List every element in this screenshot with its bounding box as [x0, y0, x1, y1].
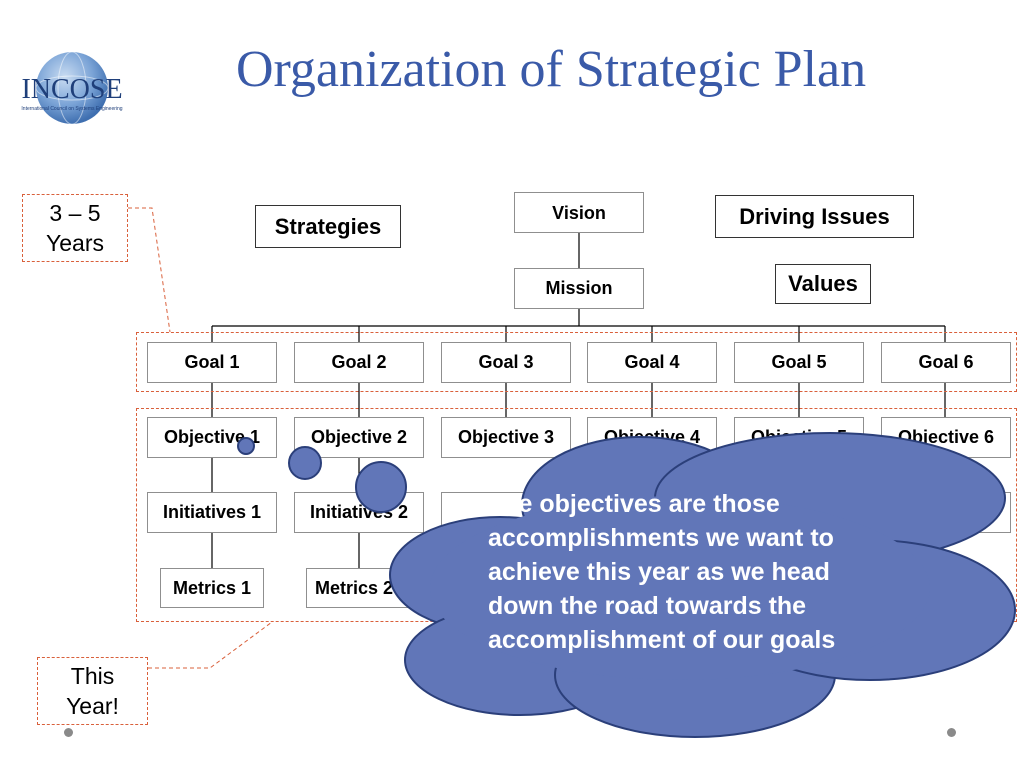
this-year-note-line2: Year! — [66, 693, 119, 719]
incose-logo: INCOSE International Council on Systems … — [21, 51, 123, 125]
driving-issues-box: Driving Issues — [715, 195, 914, 238]
years-note-range: 3 – 5 — [49, 200, 101, 226]
years-note: 3 – 5 Years — [22, 194, 128, 262]
years-note-unit: Years — [46, 230, 104, 256]
this-year-note-line1: This — [70, 663, 115, 689]
goal-box: Goal 3 — [441, 342, 571, 383]
goal-box: Goal 1 — [147, 342, 277, 383]
svg-text:International Council on Syste: International Council on Systems Enginee… — [21, 106, 122, 112]
mission-box: Mission — [514, 268, 644, 309]
goal-box: Goal 2 — [294, 342, 424, 383]
metrics-box: Metrics 1 — [160, 568, 264, 608]
slide-dot-left — [64, 728, 73, 737]
vision-box: Vision — [514, 192, 644, 233]
callout-text: The objectives are those accomplishments… — [488, 490, 836, 654]
goals-frame — [136, 332, 1017, 392]
goal-box: Goal 4 — [587, 342, 717, 383]
slide-dot-right — [947, 728, 956, 737]
initiatives-box: Initiatives 1 — [147, 492, 277, 533]
page-title: Organization of Strategic Plan — [236, 41, 867, 98]
goal-box: Goal 6 — [881, 342, 1011, 383]
goal-box: Goal 5 — [734, 342, 864, 383]
this-year-note: This Year! — [37, 657, 148, 725]
strategies-box: Strategies — [255, 205, 401, 248]
objective-box: Objective 1 — [147, 417, 277, 458]
svg-text:INCOSE: INCOSE — [21, 74, 122, 105]
values-box: Values — [775, 264, 871, 304]
objective-box: Objective 3 — [441, 417, 571, 458]
